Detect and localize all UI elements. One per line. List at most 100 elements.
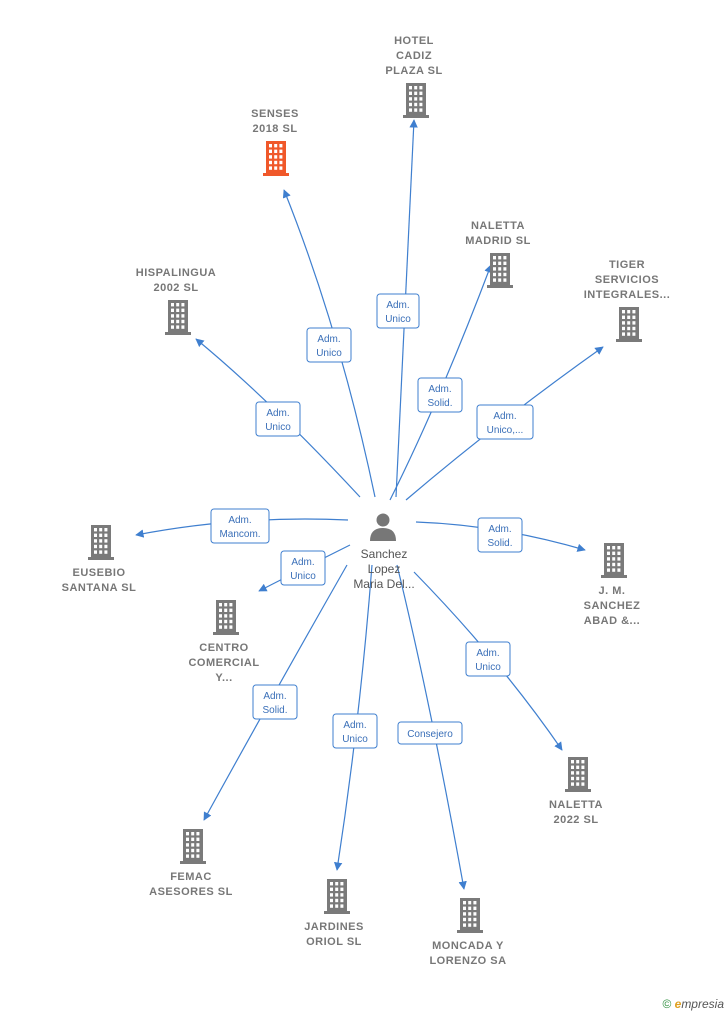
role-badge-box bbox=[417, 377, 463, 413]
person-icon bbox=[370, 513, 396, 541]
brand-rest: mpresia bbox=[681, 997, 724, 1011]
role-badge-femac-asesores[interactable]: Adm.Solid. bbox=[252, 684, 298, 720]
person-name-line: Maria Del... bbox=[353, 577, 414, 591]
building-icon bbox=[324, 879, 350, 914]
role-badge-box bbox=[476, 404, 534, 440]
role-badge-box bbox=[397, 721, 463, 745]
role-badge-tiger-servicios[interactable]: Adm. Unico,... bbox=[476, 404, 534, 440]
role-badge-hotel-cadiz[interactable]: Adm.Unico bbox=[376, 293, 420, 329]
company-node-naletta-madrid[interactable]: NALETTA MADRID SL bbox=[465, 220, 531, 288]
role-label-line: Solid. bbox=[487, 538, 512, 549]
copyright-symbol: © bbox=[662, 997, 672, 1011]
role-label: Adm. Solid. bbox=[487, 524, 512, 549]
company-label-line: Y... bbox=[215, 672, 232, 684]
nodes-layer: HOTEL CADIZ PLAZA SL SENSES 2018 SL NALETTA MA… bbox=[62, 35, 671, 967]
role-label: Adm.Solid. bbox=[427, 384, 452, 409]
building-icon-highlight bbox=[263, 141, 289, 176]
role-label: Adm.Unico bbox=[342, 720, 368, 745]
building-icon bbox=[213, 600, 239, 635]
role-badge-eusebio-santana[interactable]: Adm. Mancom. bbox=[210, 508, 270, 544]
company-label-line: MADRID SL bbox=[465, 235, 531, 247]
role-label-line: Solid. bbox=[262, 705, 287, 716]
building-icon bbox=[88, 525, 114, 560]
role-label: Adm.Solid. bbox=[262, 691, 287, 716]
company-label-line: CADIZ bbox=[396, 50, 432, 62]
building-icon bbox=[565, 757, 591, 792]
company-node-naletta-2022[interactable]: NALETTA 2022 SL bbox=[549, 757, 603, 826]
role-badge-box bbox=[332, 713, 378, 749]
role-label-line: Mancom. bbox=[219, 529, 260, 540]
role-label-line: Unico bbox=[475, 662, 501, 673]
role-badge-box bbox=[280, 550, 326, 586]
company-node-moncada-lorenzo[interactable]: MONCADA Y LORENZO SA bbox=[429, 898, 506, 967]
company-label: NALETTA MADRID SL bbox=[465, 220, 531, 247]
role-label-line: Adm. bbox=[317, 334, 340, 345]
role-badge-centro-comercial[interactable]: Adm.Unico bbox=[280, 550, 326, 586]
role-badge-box bbox=[376, 293, 420, 329]
building-icon bbox=[180, 829, 206, 864]
role-badge-hispalingua[interactable]: Adm. Unico bbox=[255, 401, 301, 437]
role-label-line: Unico,... bbox=[487, 425, 524, 436]
role-badge-box bbox=[306, 327, 352, 363]
role-badge-senses-2018[interactable]: Adm. Unico bbox=[306, 327, 352, 363]
company-label-line: HOTEL bbox=[394, 35, 434, 47]
building-icon bbox=[457, 898, 483, 933]
company-label-line: MONCADA Y bbox=[432, 940, 504, 952]
role-label-line: Adm. bbox=[476, 648, 499, 659]
role-label-line: Consejero bbox=[407, 729, 453, 740]
role-badge-naletta-2022[interactable]: Adm. Unico bbox=[465, 641, 511, 677]
role-label: Adm. Unico bbox=[475, 648, 501, 673]
company-label-line: PLAZA SL bbox=[385, 65, 442, 77]
role-label-line: Unico bbox=[316, 348, 342, 359]
building-icon bbox=[601, 543, 627, 578]
company-label-line: NALETTA bbox=[471, 220, 525, 232]
role-badge-moncada-lorenzo[interactable]: Consejero bbox=[397, 721, 463, 745]
role-badge-box bbox=[210, 508, 270, 544]
company-node-hotel-cadiz[interactable]: HOTEL CADIZ PLAZA SL bbox=[385, 35, 442, 118]
company-label-line: 2018 SL bbox=[252, 123, 297, 135]
person-name-line: Sanchez bbox=[361, 547, 408, 561]
edges-layer bbox=[135, 119, 604, 890]
company-label-line: SENSES bbox=[251, 108, 299, 120]
company-node-senses-2018[interactable]: SENSES 2018 SL bbox=[251, 108, 299, 176]
company-label: HOTEL CADIZ PLAZA SL bbox=[385, 35, 442, 77]
company-label-line: CENTRO bbox=[199, 642, 248, 654]
role-badge-jm-sanchez[interactable]: Adm. Solid. bbox=[477, 517, 523, 553]
person-name-line: Lopez bbox=[368, 562, 401, 576]
company-label-line: NALETTA bbox=[549, 799, 603, 811]
company-label-line: SERVICIOS bbox=[595, 274, 659, 286]
role-label-line: Unico bbox=[265, 422, 291, 433]
company-label: MONCADA Y LORENZO SA bbox=[429, 940, 506, 967]
building-icon bbox=[403, 83, 429, 118]
role-label-line: Adm. bbox=[493, 411, 516, 422]
company-label-line: ABAD &... bbox=[584, 615, 640, 627]
role-label: Adm. Unico bbox=[265, 408, 291, 433]
company-label-line: LORENZO SA bbox=[429, 955, 506, 967]
company-label-line: EUSEBIO bbox=[72, 567, 125, 579]
role-badge-jardines-oriol[interactable]: Adm.Unico bbox=[332, 713, 378, 749]
role-label-line: Unico bbox=[385, 314, 411, 325]
company-label-line: FEMAC bbox=[170, 871, 212, 883]
role-label-line: Adm. bbox=[228, 515, 251, 526]
role-badge-naletta-madrid[interactable]: Adm.Solid. bbox=[417, 377, 463, 413]
company-label-line: 2022 SL bbox=[553, 814, 598, 826]
role-label: Adm.Unico bbox=[290, 557, 316, 582]
role-label-line: Adm. bbox=[488, 524, 511, 535]
role-label-line: Adm. bbox=[291, 557, 314, 568]
role-label-line: Adm. bbox=[266, 408, 289, 419]
